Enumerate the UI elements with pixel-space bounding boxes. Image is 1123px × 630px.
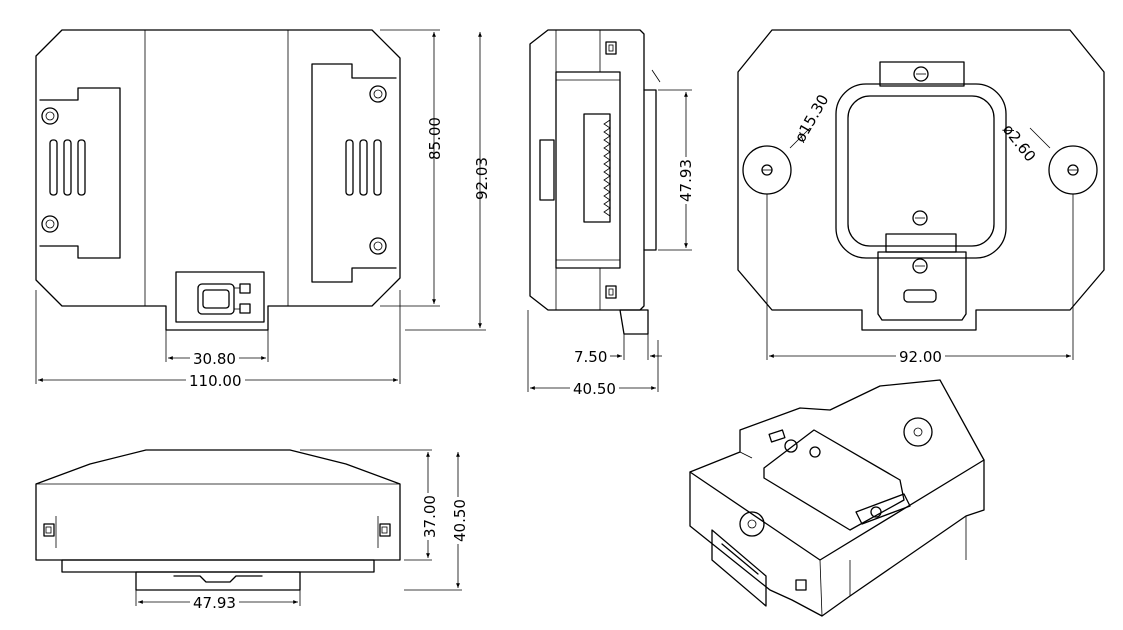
side-view [527,29,692,392]
dim-92-03: 92.03 [473,157,491,200]
dim-37-00: 37.00 [420,493,439,540]
dim-47-93-side: 47.93 [676,157,695,204]
dim-40-50-side: 40.50 [570,379,619,398]
front-view [35,29,486,384]
dim-92-00: 92.00 [896,347,945,366]
dim-85-00: 85.00 [426,117,444,160]
bottom-view [35,449,462,606]
dim-40-50-bottom: 40.50 [450,497,469,544]
dim-110-00: 110.00 [186,371,245,390]
dim-47-93-bottom: 47.93 [190,593,239,612]
dim-7-50: 7.50 [574,348,608,366]
dim-30-80: 30.80 [190,349,239,368]
isometric-view [689,379,985,617]
back-view [737,29,1105,360]
